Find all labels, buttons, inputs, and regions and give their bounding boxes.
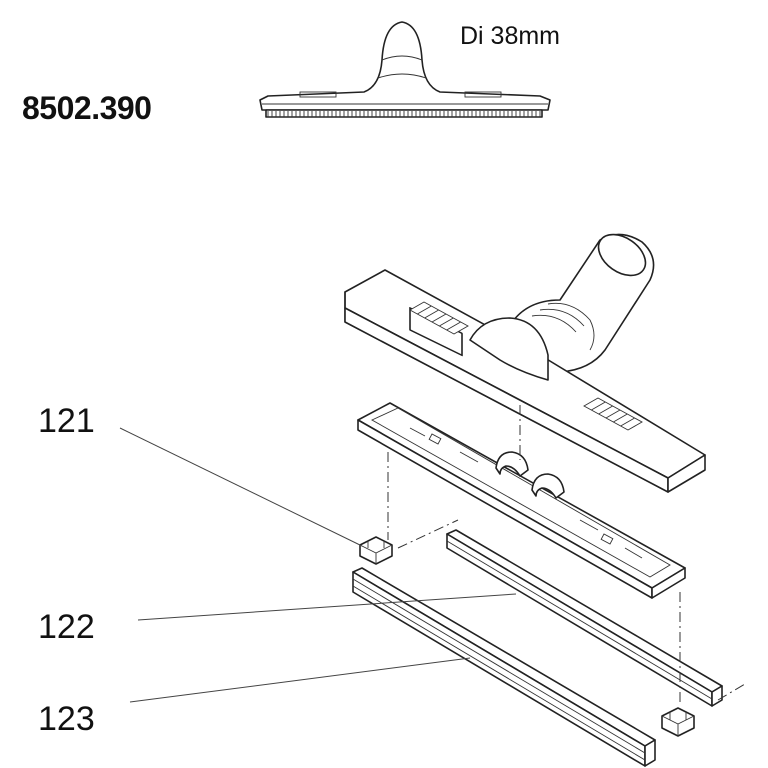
nozzle-body bbox=[344, 233, 706, 493]
part-number: 8502.390 bbox=[22, 90, 152, 126]
callout-121: 121 bbox=[38, 402, 95, 440]
callout-123: 123 bbox=[38, 700, 95, 738]
leader-lines bbox=[119, 427, 517, 703]
frame-plate bbox=[357, 402, 686, 599]
assembly-lines bbox=[387, 405, 746, 706]
callout-122: 122 bbox=[38, 608, 95, 646]
side-view-nozzle bbox=[259, 21, 551, 118]
strip-122 bbox=[446, 529, 723, 707]
diameter-label: Di 38mm bbox=[460, 22, 561, 50]
clip-121-right bbox=[661, 707, 695, 737]
clip-121 bbox=[359, 536, 393, 565]
strip-123 bbox=[352, 567, 656, 767]
